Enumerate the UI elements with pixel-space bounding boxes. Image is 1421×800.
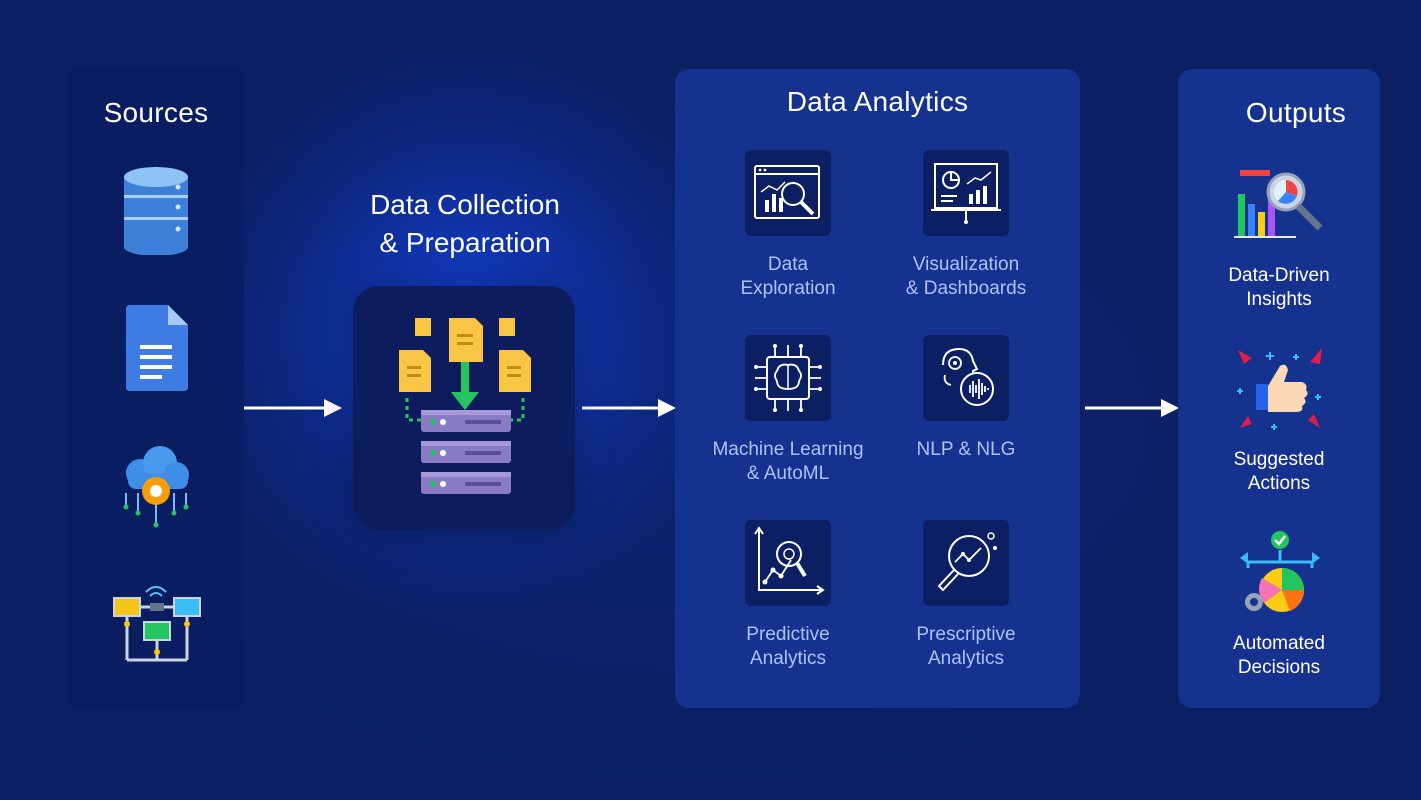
sources-title: Sources (103, 97, 209, 128)
analytics-label-predictive: Predictive Analytics (746, 624, 830, 669)
arrow-sources-to-collection (244, 396, 344, 425)
analytics-label-prescriptive: Prescriptive Analytics (916, 624, 1016, 669)
analytics-tile-exploration (745, 150, 831, 236)
thumbs-up-icon (1234, 344, 1326, 439)
collection-title: Data Collection & Preparation (330, 186, 600, 262)
network-icon (112, 586, 202, 673)
analytics-tile-predictive (745, 520, 831, 606)
exploration-icon (754, 165, 820, 219)
analytics-tile-machine-learning (745, 335, 831, 421)
analytics-panel (675, 69, 1080, 708)
arrow-collection-to-analytics (582, 396, 678, 425)
magnifier-trend-icon (937, 532, 997, 592)
analytics-tile-prescriptive (923, 520, 1009, 606)
nlp-head-icon (942, 347, 994, 406)
analytics-label-nlp: NLP & NLG (916, 439, 1016, 460)
outputs-label-insights: Data-Driven Insights (1228, 265, 1330, 310)
database-icon (122, 165, 190, 260)
analytics-title: Data Analytics (786, 86, 969, 117)
collection-box (353, 286, 575, 530)
analytics-tile-nlp (923, 335, 1009, 421)
arrow-analytics-to-outputs (1085, 396, 1181, 425)
insights-chart-icon (1234, 166, 1326, 247)
dashboard-board-icon (931, 163, 1001, 224)
predictive-chart-icon (754, 526, 825, 595)
analytics-label-exploration: Data Exploration (740, 254, 836, 299)
document-icon (124, 305, 190, 398)
decision-pie-icon (1234, 528, 1326, 625)
outputs-title: Outputs (1245, 97, 1347, 128)
collection-title-line2: & Preparation (379, 227, 551, 258)
data-server-files-icon (399, 318, 531, 494)
collection-title-line1: Data Collection (370, 189, 560, 220)
outputs-label-decisions: Automated Decisions (1233, 633, 1325, 678)
analytics-label-machine-learning: Machine Learning & AutoML (712, 439, 864, 484)
cloud-settings-icon (116, 445, 196, 534)
analytics-tile-visualization (923, 150, 1009, 236)
brain-chip-icon (754, 344, 822, 412)
analytics-label-visualization: Visualization & Dashboards (905, 254, 1027, 299)
outputs-label-actions: Suggested Actions (1233, 449, 1325, 494)
